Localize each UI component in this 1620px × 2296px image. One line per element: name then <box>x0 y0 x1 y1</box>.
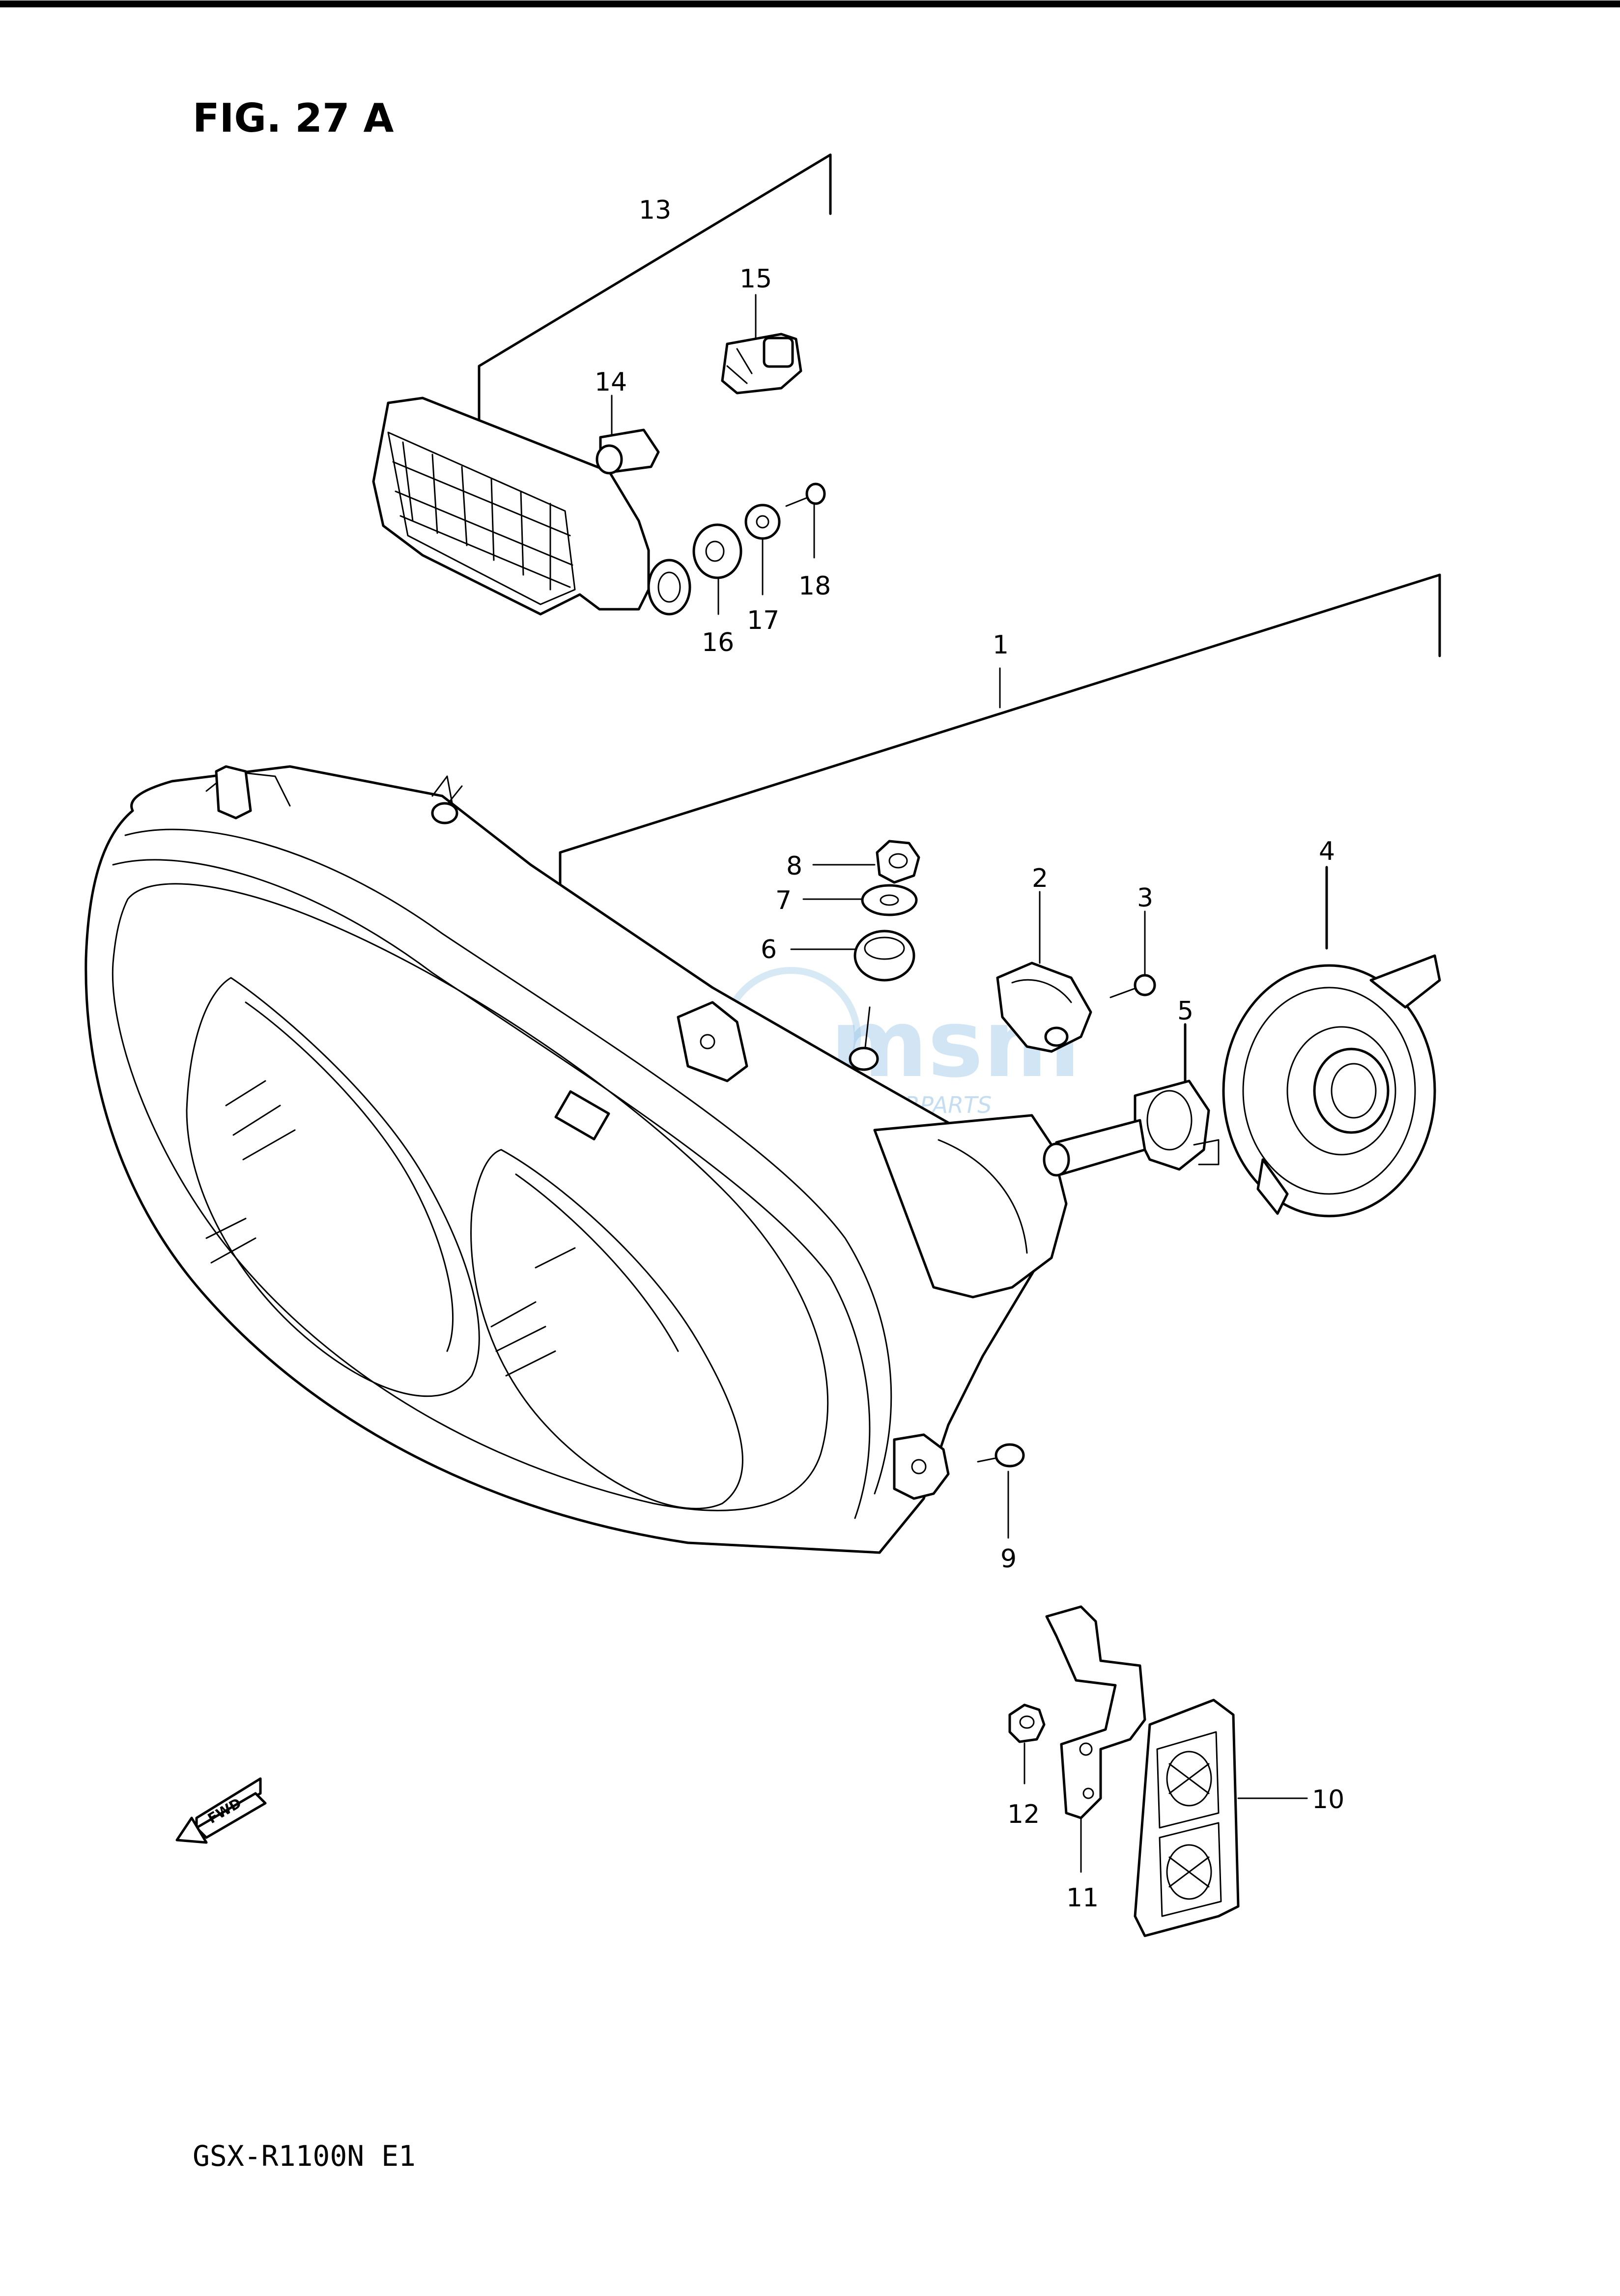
callout-14: 14 <box>595 368 627 397</box>
callout-8: 8 <box>786 851 802 881</box>
fwd-arrow-icon: FWD <box>175 1777 267 1844</box>
grommet-6 <box>790 930 915 982</box>
turn-signal-lens <box>372 397 691 616</box>
bracket-11 <box>1045 1605 1146 1873</box>
callout-16: 16 <box>702 628 734 657</box>
group-bracket-13 <box>478 153 832 441</box>
upper-mount-stud <box>431 775 458 824</box>
socket-15 <box>721 294 802 395</box>
washer-7 <box>802 884 918 916</box>
callout-4: 4 <box>1319 837 1335 866</box>
callout-15: 15 <box>739 264 772 294</box>
callout-6: 6 <box>761 935 777 964</box>
bulb-holder-2 <box>996 891 1092 1053</box>
nut-12 <box>1008 1703 1046 1785</box>
figure-title: FIG. 27 A <box>193 95 394 141</box>
group-bracket-1 <box>559 573 1441 940</box>
callout-11: 11 <box>1066 1883 1099 1913</box>
washer-17 <box>744 504 781 595</box>
model-code: GSX-R1100N E1 <box>193 2139 416 2173</box>
callout-7: 7 <box>775 886 792 915</box>
callout-17: 17 <box>747 606 779 635</box>
callout-3: 3 <box>1137 883 1153 913</box>
turn-signal-group <box>372 153 832 616</box>
screw-18 <box>785 482 826 559</box>
screw-3 <box>1109 910 1156 998</box>
callout-1: 1 <box>993 630 1009 660</box>
callout-5: 5 <box>1177 996 1194 1026</box>
bulb-14 <box>596 395 660 475</box>
callout-labels: 1 2 3 4 5 6 7 8 9 10 11 12 13 14 15 16 1… <box>595 196 1344 1913</box>
callout-12: 12 <box>1007 1800 1040 1829</box>
bolt-9 <box>977 1443 1025 1539</box>
callout-2: 2 <box>1032 864 1048 893</box>
callout-18: 18 <box>798 571 831 601</box>
reflector-10 <box>1134 1699 1308 1937</box>
grommet-16 <box>692 523 742 615</box>
callout-9: 9 <box>1000 1544 1017 1574</box>
callout-10: 10 <box>1312 1785 1344 1814</box>
headlight-housing <box>85 765 1068 1554</box>
headlight-bulb-5 <box>1043 1023 1220 1177</box>
nut-8 <box>812 840 920 884</box>
callout-13: 13 <box>639 196 671 225</box>
dust-cover-4 <box>1222 866 1441 1218</box>
